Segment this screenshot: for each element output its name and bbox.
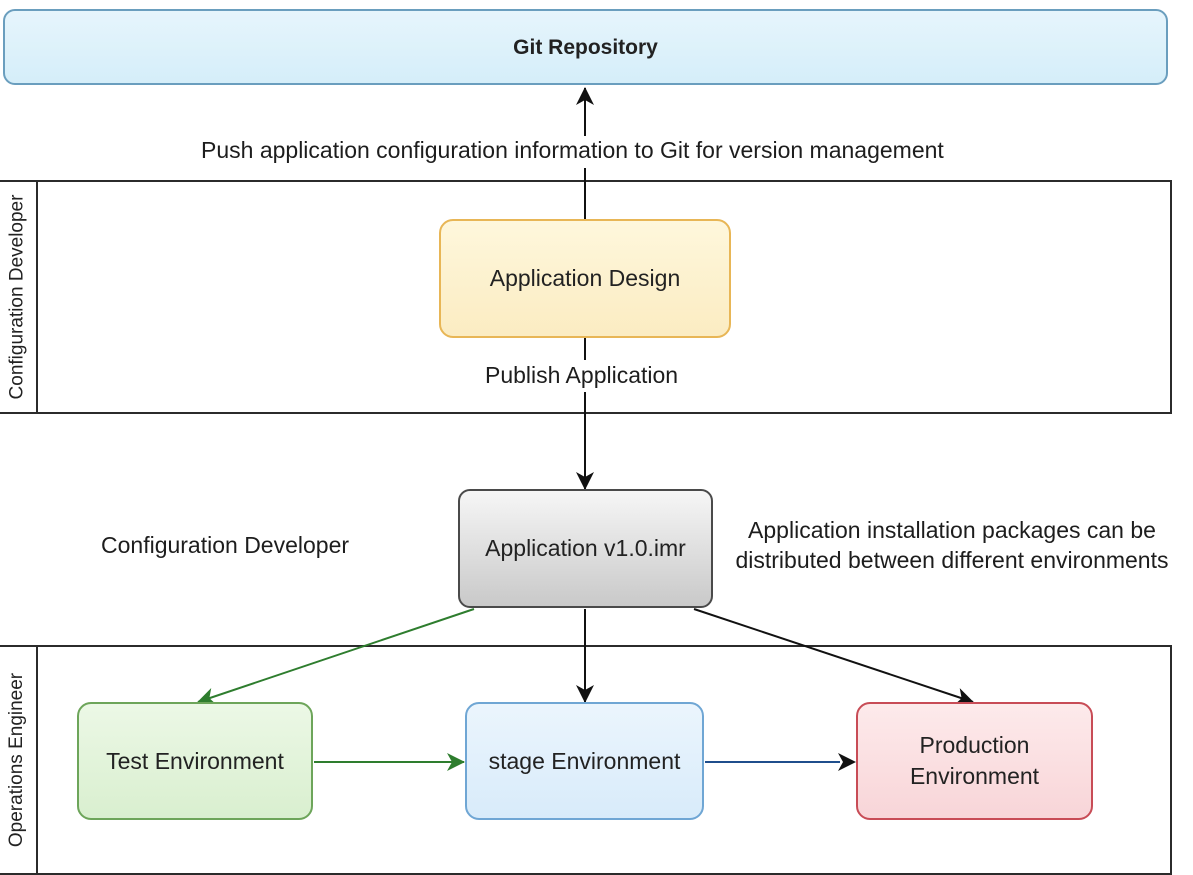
publish-label: Publish Application	[483, 362, 681, 389]
developer-lane-header: Configuration Developer	[0, 180, 38, 414]
package-note-line2: distributed between different environmen…	[735, 547, 1169, 573]
package-to-production-arrow	[693, 608, 974, 706]
operations-lane-header: Operations Engineer	[0, 645, 38, 875]
stage-to-production-arrowhead	[838, 753, 856, 771]
test-environment-label: Test Environment	[106, 747, 284, 774]
push-label: Push application configuration informati…	[199, 137, 946, 164]
git-repository-label: Git Repository	[513, 35, 658, 59]
package-note-line1: Application installation packages can be	[748, 517, 1156, 543]
application-package-box: Application v1.0.imr	[458, 489, 713, 608]
application-package-label: Application v1.0.imr	[485, 535, 686, 561]
package-note: Application installation packages can be…	[722, 515, 1182, 575]
application-design-label: Application Design	[489, 265, 681, 291]
test-environment-box: Test Environment	[77, 702, 313, 820]
application-design-box: Application Design	[439, 219, 731, 338]
stage-environment-box: stage Environment	[465, 702, 704, 820]
git-repository-box: Git Repository	[3, 9, 1168, 85]
production-environment-box: Production Environment	[856, 702, 1093, 820]
package-to-test-arrow	[197, 608, 475, 706]
production-environment-label-line2: Environment	[909, 763, 1040, 789]
stage-environment-label: stage Environment	[488, 747, 681, 774]
production-environment-label-line1: Production	[919, 732, 1030, 758]
configuration-developer-text: Configuration Developer	[101, 532, 350, 558]
